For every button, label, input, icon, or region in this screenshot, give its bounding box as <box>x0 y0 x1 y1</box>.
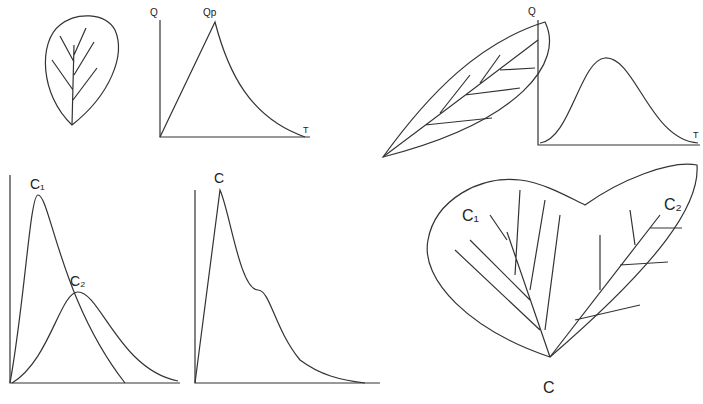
c2-veins <box>550 210 682 357</box>
curve-label: C₂ <box>70 274 86 288</box>
axes <box>10 175 180 383</box>
axis-label: Q <box>150 8 158 18</box>
hydrograph-1 <box>160 20 310 137</box>
curve-c1 <box>10 195 125 383</box>
outlet-label: C <box>543 380 555 396</box>
curve <box>540 58 698 143</box>
axis-label: T <box>693 131 699 140</box>
basin-veins <box>52 28 97 125</box>
axis-label: T <box>303 126 309 135</box>
basin-outline <box>45 16 118 125</box>
subbasin-label: C₁ <box>462 208 479 224</box>
basin-outline <box>383 22 550 157</box>
compound-basin <box>427 164 697 357</box>
c1-veins <box>455 190 560 357</box>
axis-label: Q <box>528 7 536 17</box>
peak-label: Qp <box>203 8 216 18</box>
separate-hydrographs <box>10 175 180 383</box>
curve <box>195 190 365 383</box>
axes <box>195 190 380 383</box>
curve <box>160 22 305 137</box>
curve-c2 <box>12 292 178 383</box>
curve-label: C <box>214 171 224 185</box>
curve-label: C₁ <box>30 177 45 191</box>
round-basin <box>45 16 118 125</box>
axes <box>538 20 700 145</box>
basin-veins <box>383 40 538 157</box>
long-basin <box>383 22 550 157</box>
hydrograph-2 <box>538 20 700 145</box>
subbasin-label: C₂ <box>664 197 682 213</box>
basin-outline <box>427 164 697 357</box>
combined-hydrograph <box>195 190 380 383</box>
axes <box>160 20 310 137</box>
